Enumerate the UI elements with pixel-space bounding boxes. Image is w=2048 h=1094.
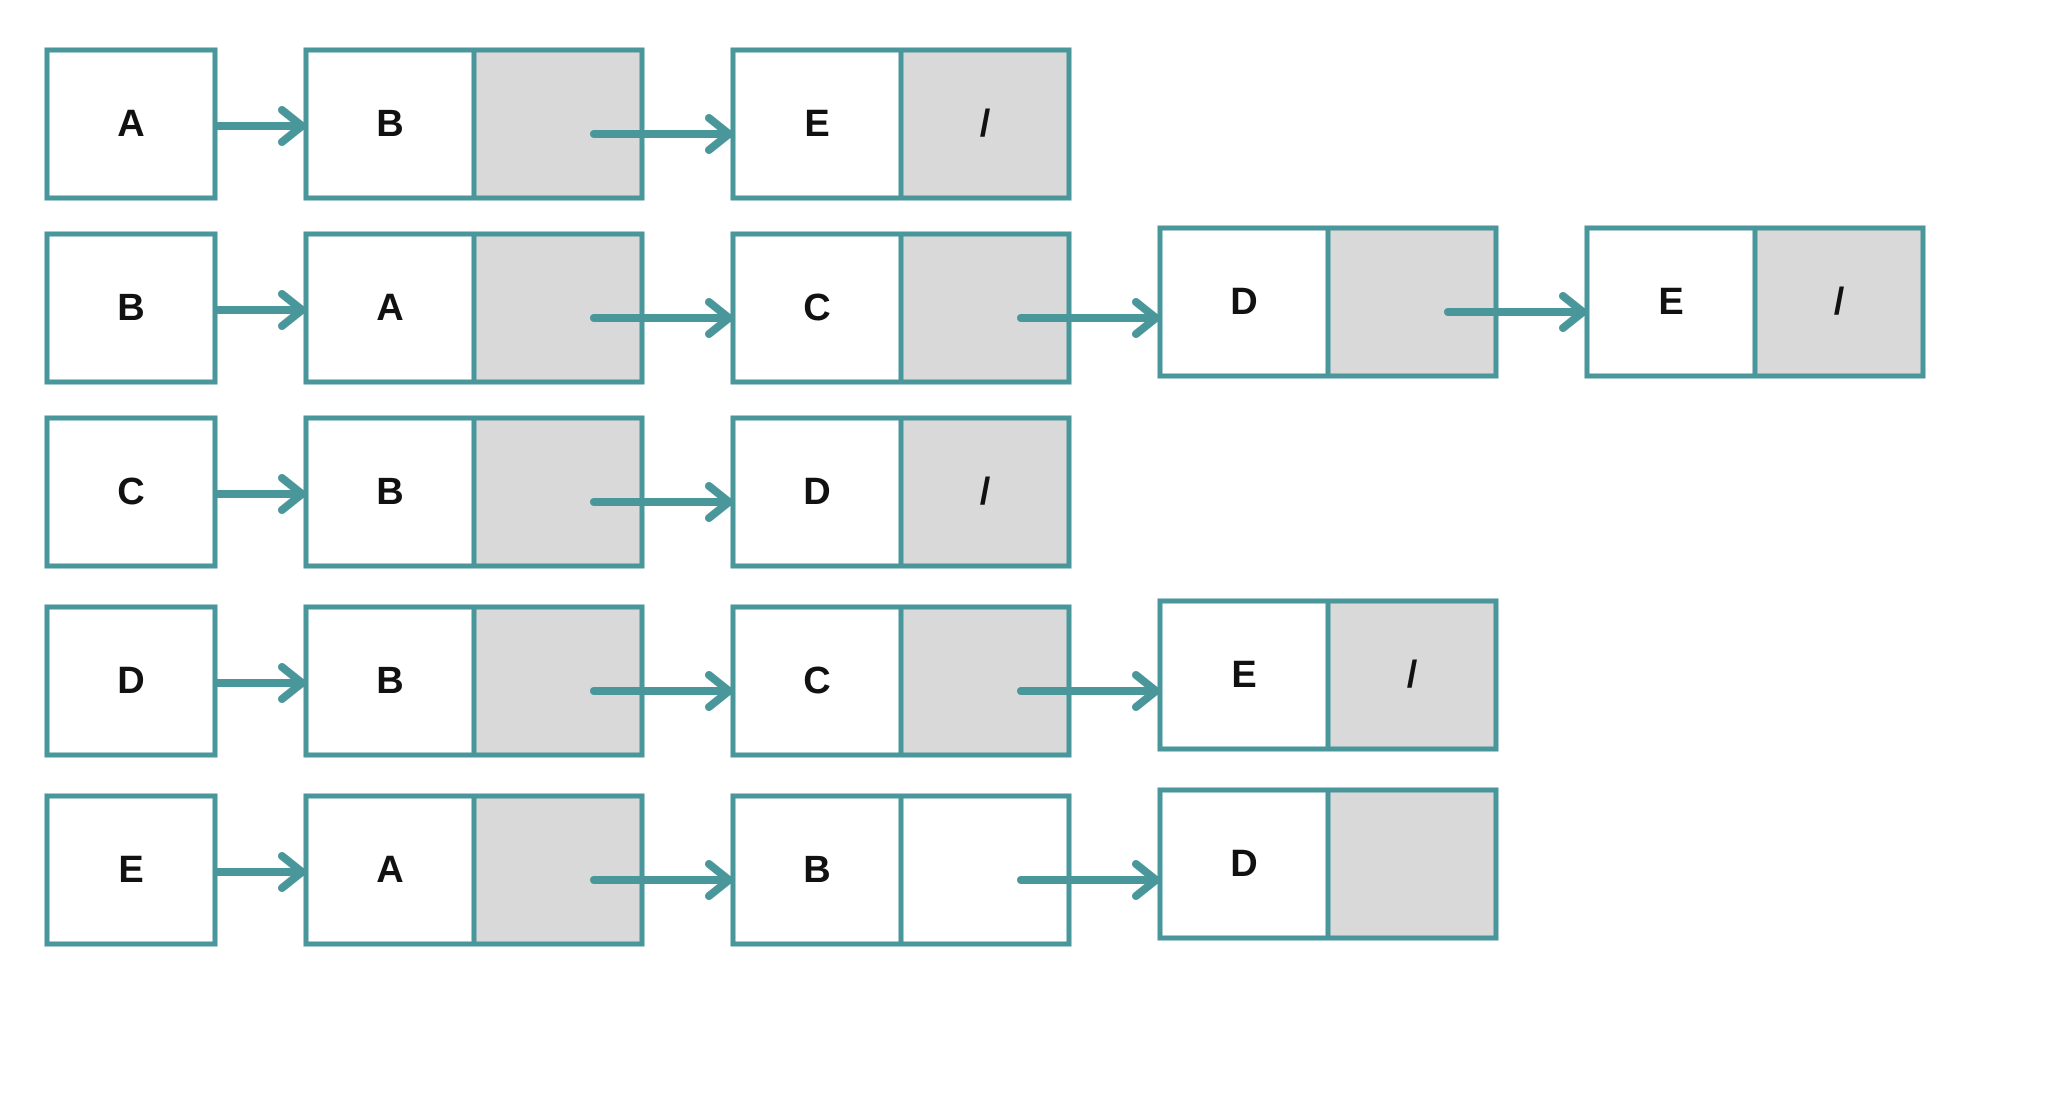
list-node-d: D/ <box>730 415 1072 569</box>
list-node-d: D <box>1157 225 1499 379</box>
next-pointer-arrow <box>1017 860 1160 900</box>
list-node-b: B <box>303 415 645 569</box>
node-pointer-cell <box>471 415 645 569</box>
vertex-head-box: C <box>44 415 218 569</box>
list-node-e: E/ <box>1584 225 1926 379</box>
head-pointer-arrow <box>213 106 306 146</box>
node-data-cell <box>1157 225 1331 379</box>
node-data-label: C <box>803 660 830 702</box>
list-node-b: B <box>303 47 645 201</box>
node-data-label: D <box>1230 843 1257 885</box>
vertex-head-box: A <box>44 47 218 201</box>
node-pointer-cell <box>471 231 645 385</box>
vertex-head-rect <box>44 793 218 947</box>
node-data-label: B <box>376 660 403 702</box>
node-data-cell <box>303 793 477 947</box>
vertex-head-label: E <box>118 849 143 891</box>
head-pointer-arrow <box>213 290 306 330</box>
node-data-cell <box>303 415 477 569</box>
list-node-e: E/ <box>730 47 1072 201</box>
null-pointer-label: / <box>980 103 991 145</box>
list-node-b: B <box>303 604 645 758</box>
node-pointer-cell <box>898 47 1072 201</box>
node-pointer-cell <box>1325 598 1499 752</box>
vertex-head-rect <box>44 47 218 201</box>
node-data-label: B <box>376 471 403 513</box>
list-node-c: C <box>730 231 1072 385</box>
node-pointer-cell <box>1752 225 1926 379</box>
node-data-label: B <box>803 849 830 891</box>
node-data-cell <box>730 47 904 201</box>
null-pointer-label: / <box>1834 281 1845 323</box>
vertex-head-box: B <box>44 231 218 385</box>
list-node-e: E/ <box>1157 598 1499 752</box>
vertex-head-box: E <box>44 793 218 947</box>
node-data-cell <box>730 793 904 947</box>
vertex-head-label: C <box>117 471 144 513</box>
node-data-label: C <box>803 287 830 329</box>
node-data-cell <box>1584 225 1758 379</box>
node-data-cell <box>303 604 477 758</box>
list-node-b: B <box>730 793 1072 947</box>
node-data-cell <box>730 231 904 385</box>
node-data-cell <box>303 47 477 201</box>
node-data-label: E <box>1231 654 1256 696</box>
null-pointer-label: / <box>980 471 991 513</box>
next-pointer-arrow <box>590 114 733 154</box>
next-pointer-arrow <box>590 671 733 711</box>
null-pointer-label: / <box>1407 654 1418 696</box>
head-pointer-arrow <box>213 663 306 703</box>
node-pointer-cell <box>1325 225 1499 379</box>
node-data-label: D <box>803 471 830 513</box>
node-data-cell <box>1157 598 1331 752</box>
node-data-label: A <box>376 849 403 891</box>
vertex-head-box: D <box>44 604 218 758</box>
vertex-head-rect <box>44 415 218 569</box>
node-pointer-cell <box>471 604 645 758</box>
node-data-cell <box>730 415 904 569</box>
vertex-head-rect <box>44 231 218 385</box>
list-node-c: C <box>730 604 1072 758</box>
node-data-cell <box>1157 787 1331 941</box>
node-data-label: D <box>1230 281 1257 323</box>
next-pointer-arrow <box>1017 671 1160 711</box>
vertex-head-label: B <box>117 287 144 329</box>
head-pointer-arrow <box>213 474 306 514</box>
node-pointer-cell <box>471 47 645 201</box>
list-node-a: A <box>303 231 645 385</box>
vertex-head-label: A <box>117 103 144 145</box>
node-data-cell <box>303 231 477 385</box>
node-pointer-cell <box>898 604 1072 758</box>
next-pointer-arrow <box>1444 292 1587 332</box>
next-pointer-arrow <box>590 298 733 338</box>
next-pointer-arrow <box>1017 298 1160 338</box>
node-pointer-cell <box>1325 787 1499 941</box>
node-pointer-cell <box>471 793 645 947</box>
head-pointer-arrow <box>213 852 306 892</box>
node-pointer-cell <box>898 793 1072 947</box>
next-pointer-arrow <box>590 482 733 522</box>
node-pointer-cell <box>898 415 1072 569</box>
node-data-label: B <box>376 103 403 145</box>
node-data-label: E <box>1658 281 1683 323</box>
node-data-label: E <box>804 103 829 145</box>
next-pointer-arrow <box>590 860 733 900</box>
list-node-a: A <box>303 793 645 947</box>
node-pointer-cell <box>898 231 1072 385</box>
node-data-label: A <box>376 287 403 329</box>
list-node-d: D <box>1157 787 1499 941</box>
vertex-head-label: D <box>117 660 144 702</box>
